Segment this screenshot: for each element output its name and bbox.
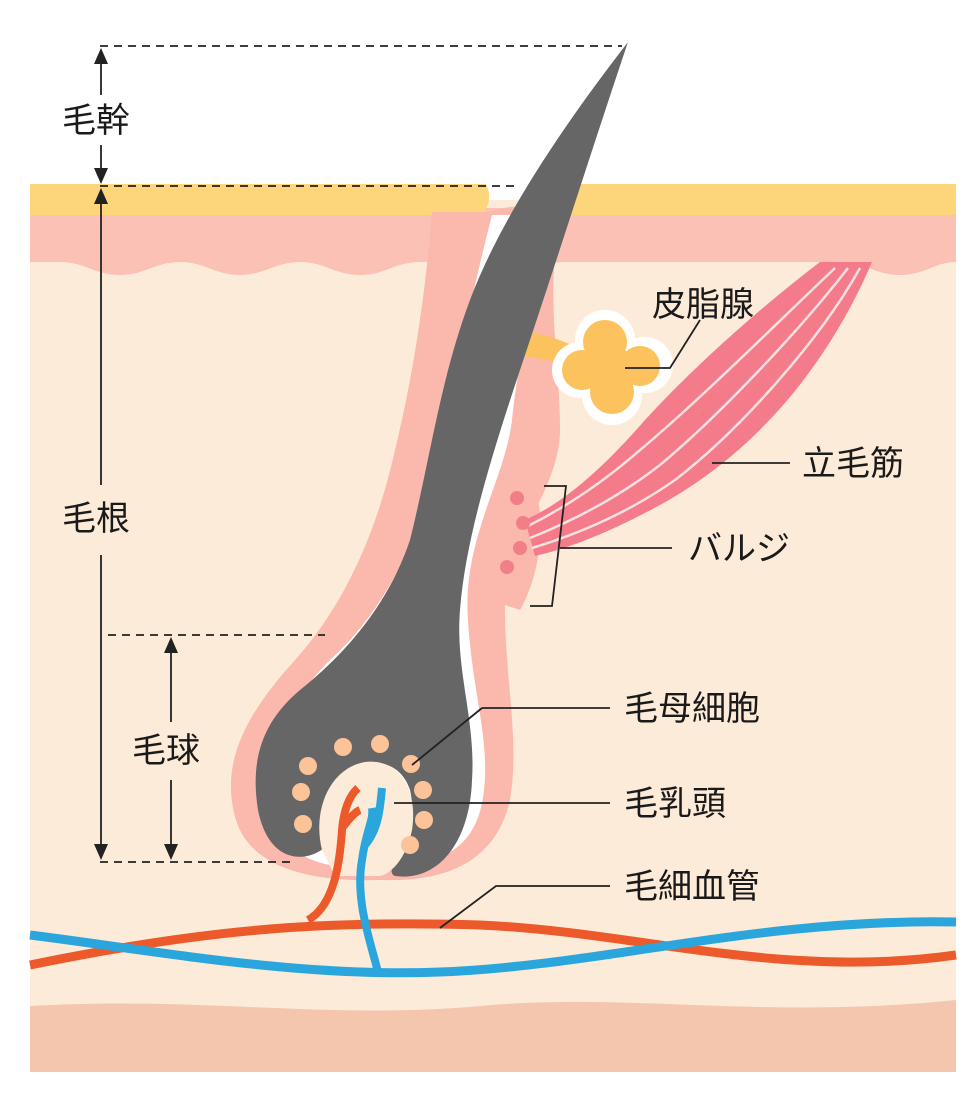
label-hair-root: 毛根 bbox=[62, 499, 130, 539]
label-dermal-papilla: 毛乳頭 bbox=[624, 784, 726, 824]
bulge-bracket bbox=[530, 485, 568, 607]
leader-lines bbox=[394, 319, 790, 929]
bulge-region bbox=[490, 470, 541, 610]
label-hair-shaft: 毛幹 bbox=[62, 101, 130, 141]
bulge-stem-cells bbox=[500, 491, 530, 574]
label-arrector-pili: 立毛筋 bbox=[802, 444, 904, 484]
subcutaneous-layer bbox=[30, 1000, 956, 1072]
sebaceous-gland bbox=[552, 310, 673, 425]
artery-capillary bbox=[305, 784, 362, 924]
hair-shaft bbox=[255, 42, 628, 877]
vein bbox=[29, 917, 957, 978]
matrix-cells bbox=[292, 735, 433, 854]
label-hair-bulb: 毛球 bbox=[132, 731, 200, 771]
stratum-corneum bbox=[30, 184, 956, 215]
measure-arrowheads bbox=[94, 48, 178, 860]
muscle-fibers bbox=[527, 267, 862, 550]
label-bulge: バルジ bbox=[688, 529, 790, 569]
artery bbox=[29, 919, 957, 970]
label-sebaceous-gland: 皮脂腺 bbox=[652, 285, 754, 325]
label-capillaries: 毛細血管 bbox=[624, 867, 760, 907]
label-matrix-cells: 毛母細胞 bbox=[624, 689, 760, 729]
vein-capillary bbox=[356, 787, 386, 973]
arrector-pili-muscle bbox=[525, 262, 872, 556]
measure-lines bbox=[100, 45, 622, 863]
